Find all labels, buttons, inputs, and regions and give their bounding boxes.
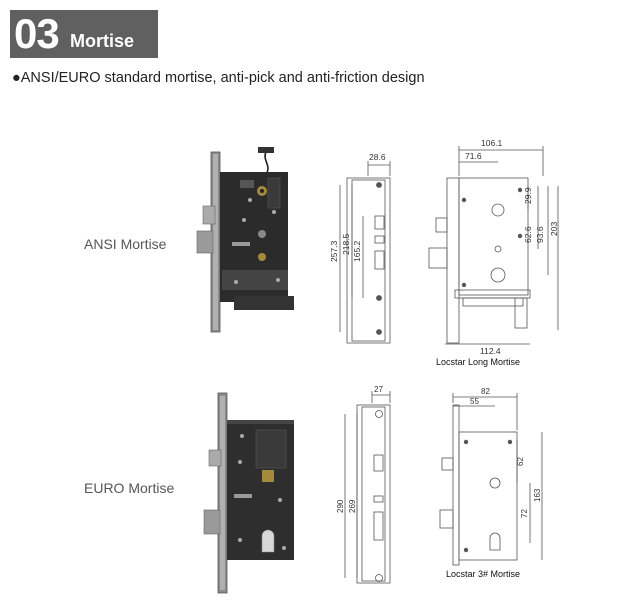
ansi-label: ANSI Mortise <box>84 236 167 252</box>
euro-side-view <box>439 393 543 566</box>
euro-side-v2-dim: 72 <box>520 509 529 518</box>
euro-side-v3-dim: 163 <box>533 488 542 502</box>
euro-front-d2-dim: 269 <box>348 499 357 513</box>
ansi-side-top1-dim: 106.1 <box>481 138 503 148</box>
ansi-side-view <box>428 146 559 345</box>
euro-side-v1-dim: 62 <box>516 457 525 466</box>
ansi-mortise-photo <box>196 147 294 333</box>
euro-front-d1-dim: 290 <box>336 499 345 513</box>
ansi-side-v2-dim: 62.6 <box>523 226 533 243</box>
ansi-side-v3-dim: 93.6 <box>535 226 545 243</box>
ansi-side-v4-dim: 203 <box>549 222 559 236</box>
euro-label: EURO Mortise <box>84 480 175 496</box>
section-title: Mortise <box>70 31 135 51</box>
euro-side-top2-dim: 55 <box>470 397 479 406</box>
euro-side-top1-dim: 82 <box>481 387 490 396</box>
ansi-side-top2-dim: 71.6 <box>465 151 482 161</box>
intro-line: ●ANSI/EURO standard mortise, anti-pick a… <box>12 70 425 86</box>
ansi-front-d3-dim: 165.2 <box>352 240 362 262</box>
euro-front-width-dim: 27 <box>374 385 383 394</box>
section-number: 03 <box>14 10 60 57</box>
intro-text: ANSI/EURO standard mortise, anti-pick an… <box>20 70 425 86</box>
euro-mortise-photo <box>203 392 294 594</box>
ansi-front-d2-dim: 218.5 <box>341 233 351 255</box>
ansi-side-v1-dim: 29.9 <box>523 187 533 204</box>
euro-front-view <box>344 391 391 584</box>
bullet-icon: ● <box>12 70 21 86</box>
ansi-front-view <box>339 161 391 344</box>
ansi-front-width-dim: 28.6 <box>369 152 386 162</box>
euro-caption: Locstar 3# Mortise <box>446 569 521 579</box>
ansi-caption: Locstar Long Mortise <box>436 357 521 367</box>
section-header: 03 Mortise <box>10 10 158 58</box>
ansi-side-bottom-dim: 112.4 <box>480 346 501 356</box>
ansi-front-d1-dim: 257.3 <box>329 240 339 262</box>
